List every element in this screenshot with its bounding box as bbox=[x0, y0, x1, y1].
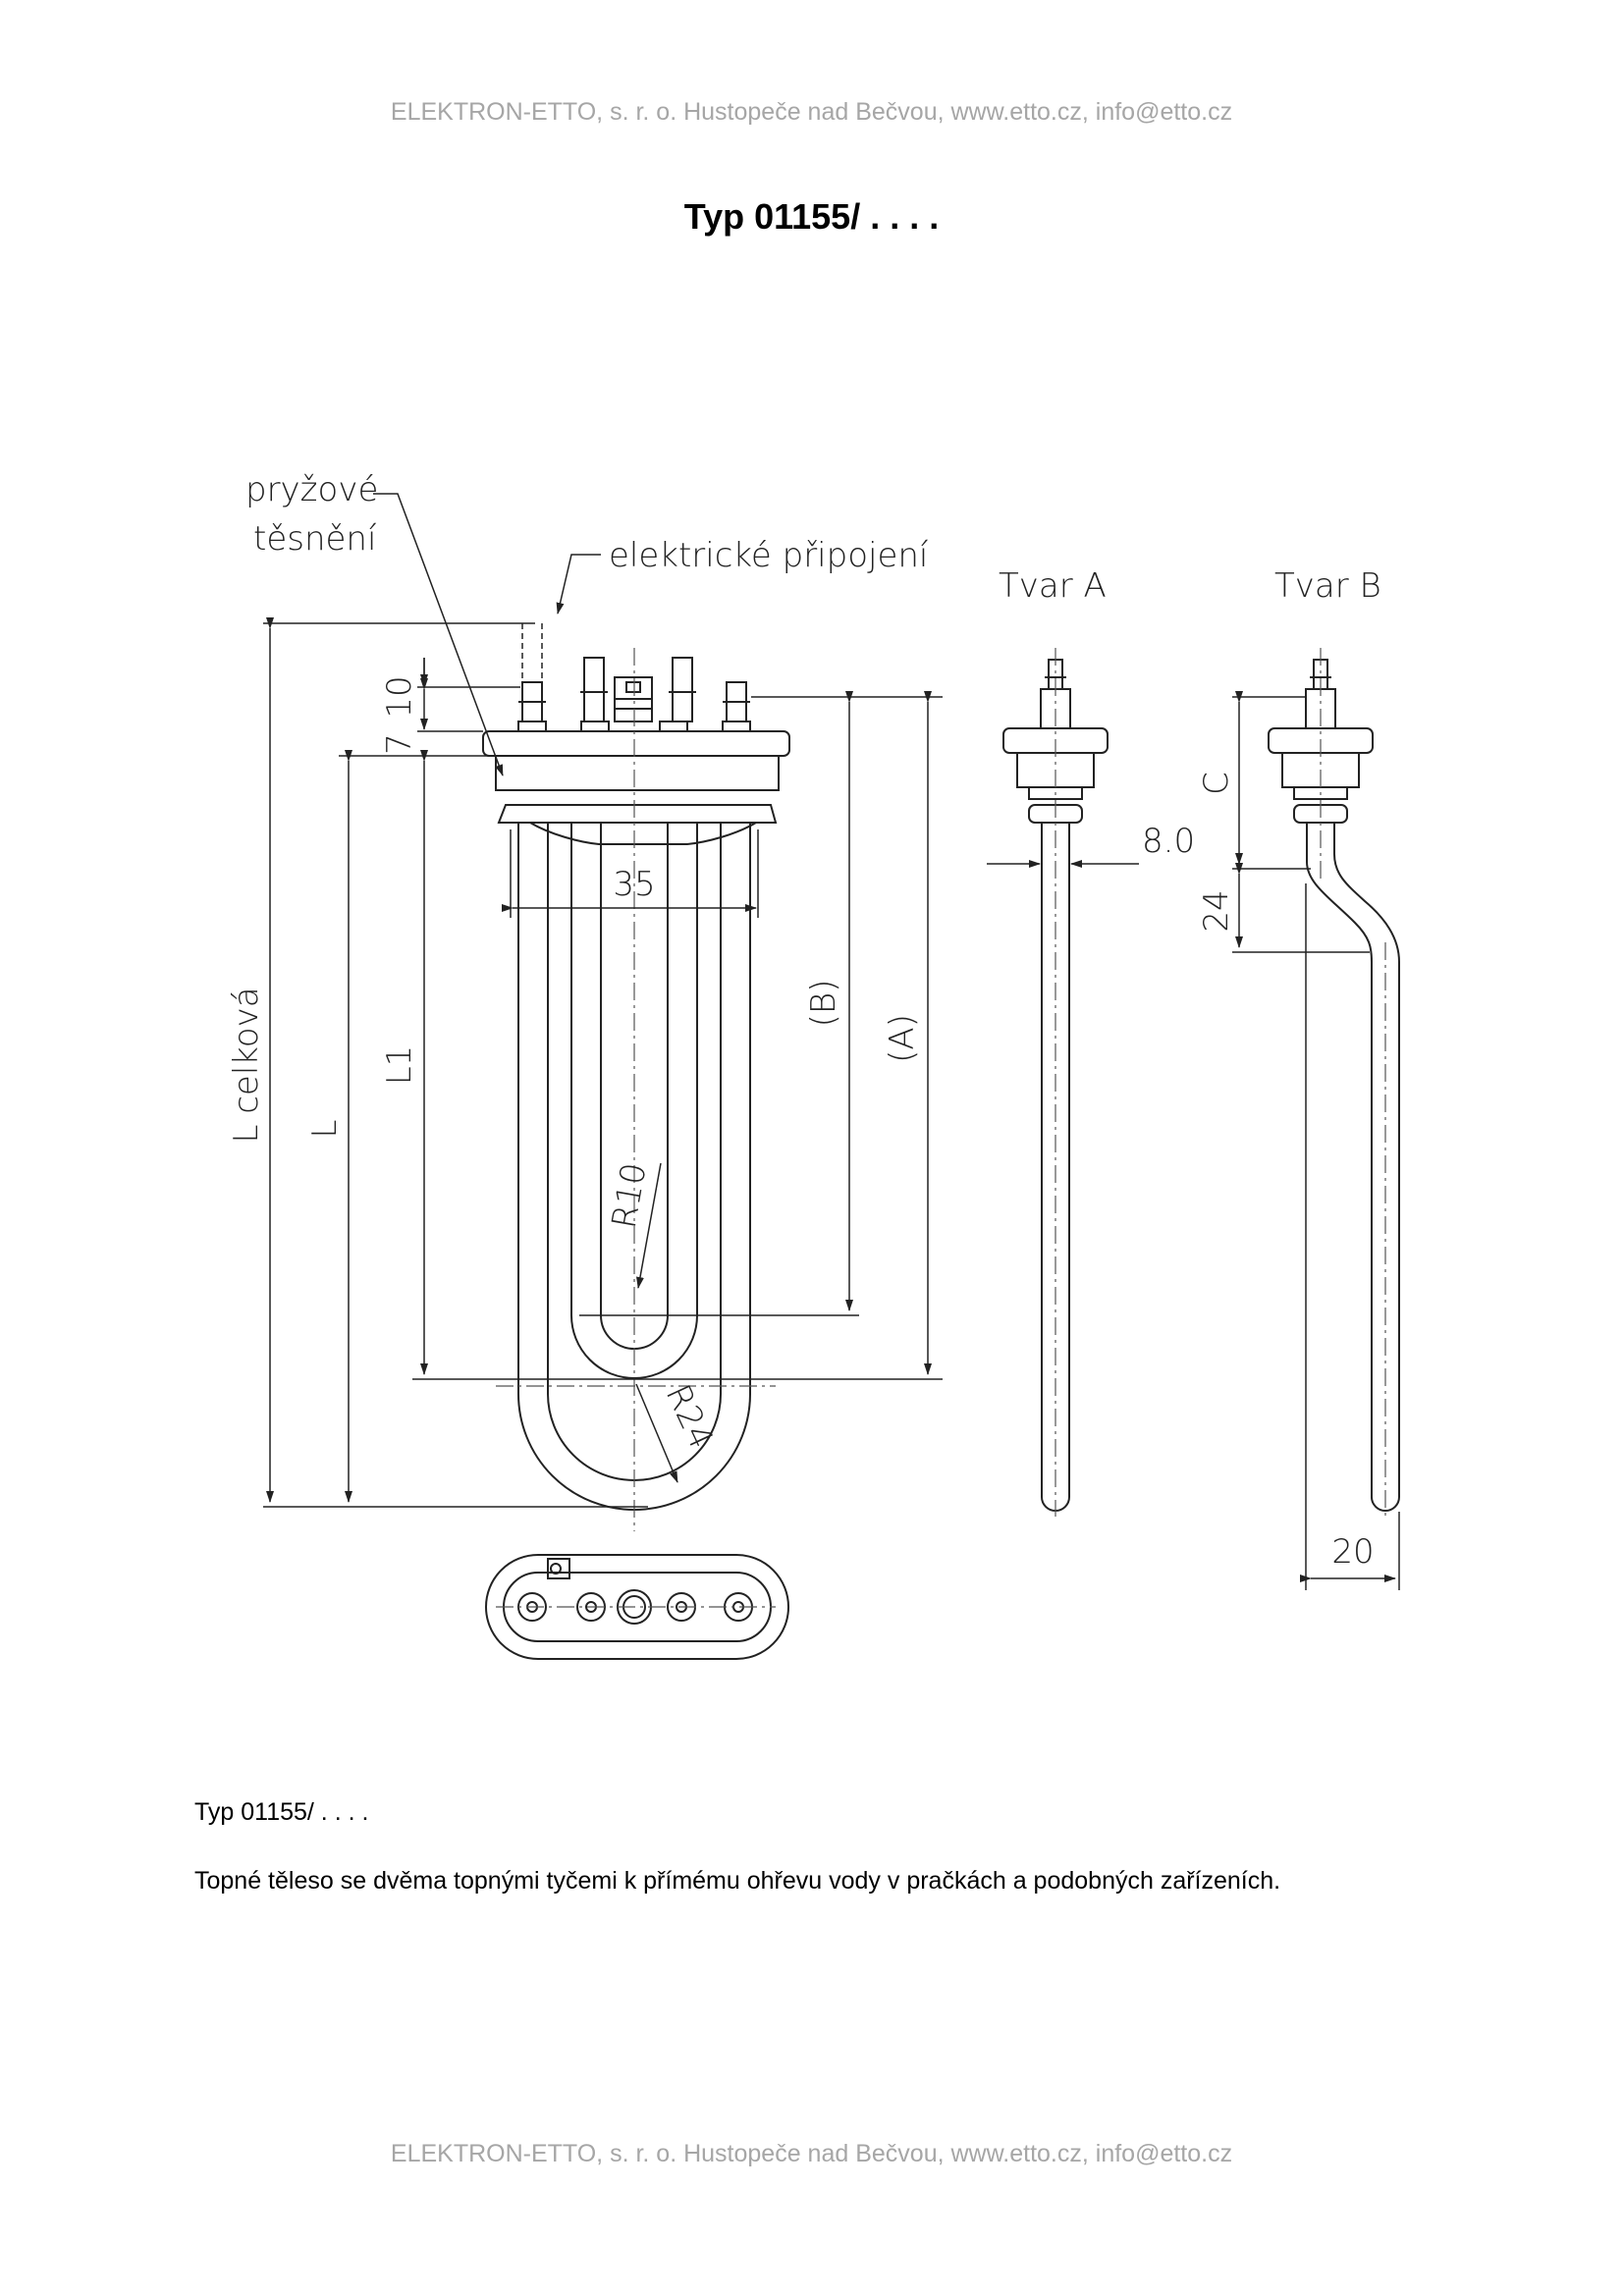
label-l-total: L celková bbox=[227, 987, 266, 1143]
page-footer: ELEKTRON-ETTO, s. r. o. Hustopeče nad Be… bbox=[390, 2140, 1233, 2167]
label-dim-10: 10 bbox=[380, 675, 419, 718]
label-l1: L1 bbox=[380, 1045, 419, 1086]
label-l: L bbox=[305, 1120, 345, 1139]
label-shape-a: Tvar A bbox=[999, 566, 1107, 606]
label-dim-8: 8.0 bbox=[1142, 822, 1195, 861]
label-r10: R10 bbox=[605, 1160, 655, 1232]
label-rubber-seal-line1: pryžové bbox=[245, 470, 378, 509]
page-title: Typ 01155/ . . . . bbox=[683, 196, 940, 237]
rubber-seal bbox=[497, 804, 778, 824]
label-rubber-seal-line2: těsnění bbox=[253, 519, 377, 559]
label-shape-b: Tvar B bbox=[1274, 566, 1381, 606]
description-text: Topné těleso se dvěma topnými tyčemi k p… bbox=[194, 1867, 1281, 1895]
front-view bbox=[482, 657, 790, 1511]
description-type: Typ 01155/ . . . . bbox=[194, 1798, 369, 1826]
label-dim-24: 24 bbox=[1197, 889, 1236, 932]
label-electrical-connection: elektrické připojení bbox=[609, 536, 929, 575]
terminals bbox=[517, 657, 751, 732]
label-dim-c: C bbox=[1197, 772, 1236, 795]
label-dim-35: 35 bbox=[613, 865, 655, 904]
label-dim-a: (A) bbox=[883, 1014, 922, 1063]
top-view bbox=[485, 1554, 789, 1660]
side-view-shape-a bbox=[1002, 648, 1109, 1517]
inner-heating-tube bbox=[570, 823, 698, 1379]
label-dim-20: 20 bbox=[1331, 1532, 1374, 1572]
flange bbox=[482, 730, 790, 757]
side-view-shape-b bbox=[1268, 648, 1400, 1517]
label-r24: R24 bbox=[658, 1379, 722, 1456]
label-dim-b: (B) bbox=[804, 980, 843, 1028]
label-dim-7: 7 bbox=[380, 733, 419, 755]
page-header: ELEKTRON-ETTO, s. r. o. Hustopeče nad Be… bbox=[390, 98, 1233, 126]
